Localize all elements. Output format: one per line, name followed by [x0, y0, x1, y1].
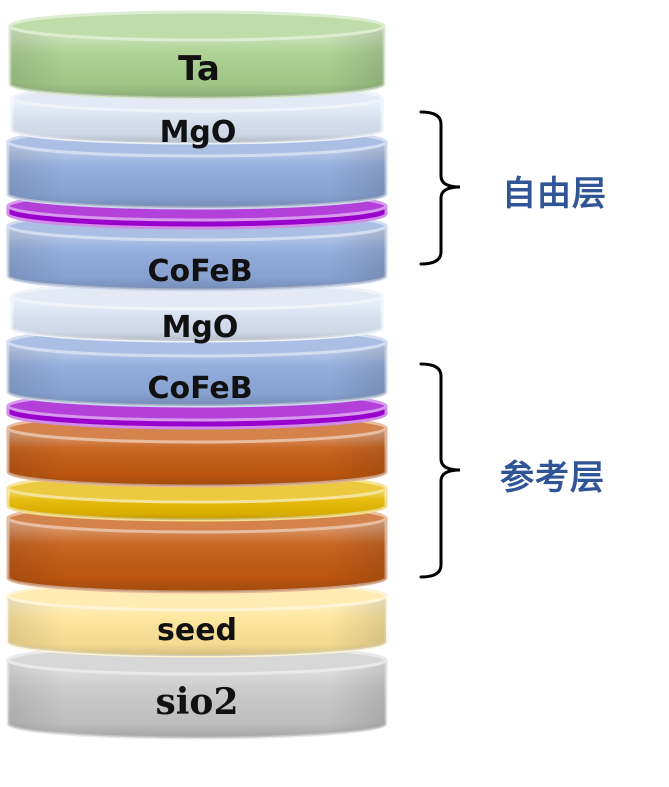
layer-orange-upper-side	[8, 428, 386, 486]
layer-sio2-side	[8, 660, 386, 738]
reference-layer-label: 参考层	[500, 458, 605, 498]
layer-seed-side	[8, 596, 386, 656]
layer-ta: Ta	[8, 10, 386, 100]
layer-sio2: sio2	[6, 644, 388, 740]
layer-free-blue-side	[8, 142, 386, 208]
layer-mgo-upper-label: MgO	[160, 115, 237, 150]
layer-ta-top	[8, 10, 386, 42]
layer-orange-lower-side	[8, 518, 386, 592]
layer-mgo-lower: MgO	[10, 281, 384, 345]
layer-seed-label: seed	[157, 613, 237, 648]
layer-cofeb-lower-label: CoFeB	[147, 371, 252, 406]
layer-ta-side	[10, 26, 384, 98]
layer-seed: seed	[6, 580, 388, 658]
layer-cofeb-lower-side	[8, 342, 386, 406]
layer-cofeb-lower: CoFeB	[6, 326, 388, 408]
layer-mgo-lower-label: MgO	[162, 310, 239, 345]
layer-orange-upper	[6, 412, 388, 488]
free-layer-label: 自由层	[502, 174, 607, 214]
free-layer-bracket	[419, 110, 461, 266]
reference-layer-bracket	[419, 362, 461, 579]
layer-cofeb-upper-label: CoFeB	[147, 254, 252, 289]
layer-cofeb-upper-side	[8, 226, 386, 290]
layer-sio2-label: sio2	[155, 681, 238, 723]
layer-orange-lower	[6, 502, 388, 594]
layer-ta-label: Ta	[178, 49, 220, 89]
